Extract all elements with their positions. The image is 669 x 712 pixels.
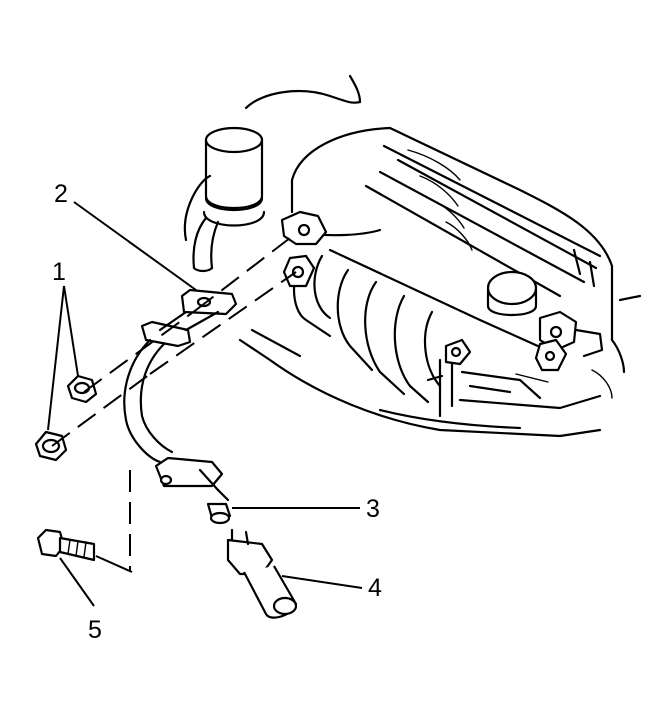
callout-2: 2 [54,180,68,208]
engine-lower-block [426,294,642,418]
sensor-part [226,528,298,619]
callout-4: 4 [368,574,382,602]
nut-upper [66,374,98,404]
bolt [36,528,96,562]
reservoir-canister [183,126,266,273]
upper-hose [244,74,362,110]
sensor-bracket [123,288,238,502]
leader-lines [47,201,363,607]
callout-5: 5 [88,616,102,644]
assembly-lines [51,237,297,573]
callout-1: 1 [52,258,66,286]
callout-3: 3 [366,495,380,523]
seal-part [206,502,232,525]
engine-flanges [280,210,626,374]
engine-valve-cover [290,126,614,358]
nut-lower [34,430,68,462]
